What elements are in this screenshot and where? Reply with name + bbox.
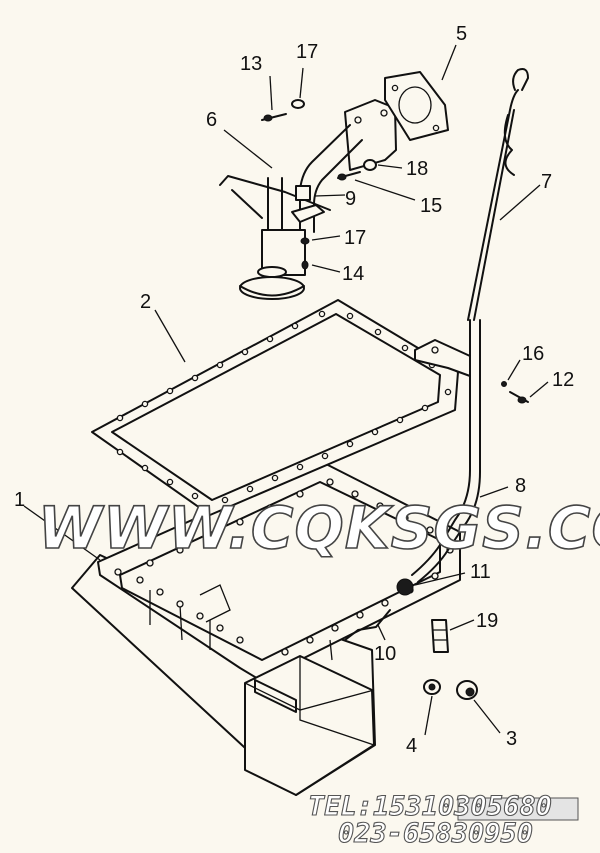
callout-10: 10 bbox=[374, 643, 396, 665]
callout-15: 15 bbox=[420, 195, 442, 217]
callout-11: 11 bbox=[470, 561, 491, 583]
callout-7: 7 bbox=[541, 171, 552, 193]
dipstick-tube bbox=[411, 319, 481, 583]
callout-16: 16 bbox=[522, 343, 544, 365]
callout-1: 1 bbox=[14, 489, 25, 511]
leader-lines bbox=[23, 44, 549, 736]
callout-19: 19 bbox=[476, 610, 498, 632]
callout-5: 5 bbox=[456, 23, 467, 45]
watermark-phone-2: 023-65830950 bbox=[338, 818, 533, 849]
suction-tube-gasket bbox=[384, 71, 449, 141]
callout-12: 12 bbox=[552, 369, 574, 391]
dipstick bbox=[467, 68, 529, 321]
oil-pan bbox=[71, 461, 461, 796]
callout-4: 4 bbox=[406, 735, 417, 757]
watermark-site: WWW.CQKSGS.COM bbox=[38, 494, 600, 562]
callout-8: 8 bbox=[515, 475, 526, 497]
callout-18: 18 bbox=[406, 158, 428, 180]
callout-13: 13 bbox=[240, 53, 262, 75]
callout-9: 9 bbox=[345, 188, 356, 210]
callout-17-top: 17 bbox=[296, 41, 318, 63]
callout-6: 6 bbox=[206, 109, 217, 131]
callout-labels: 1 2 3 4 5 6 7 8 9 10 11 12 13 14 15 16 1… bbox=[14, 23, 574, 757]
oil-suction-tube bbox=[219, 99, 397, 300]
stamp-box bbox=[457, 797, 579, 821]
fasteners bbox=[261, 99, 529, 700]
oil-pan-gasket bbox=[91, 299, 459, 516]
callout-2: 2 bbox=[140, 291, 151, 313]
callout-14: 14 bbox=[342, 263, 364, 285]
callout-3: 3 bbox=[506, 728, 517, 750]
watermark-phone: TEL:15310305680 bbox=[308, 791, 552, 822]
callout-17-lower: 17 bbox=[344, 227, 366, 249]
